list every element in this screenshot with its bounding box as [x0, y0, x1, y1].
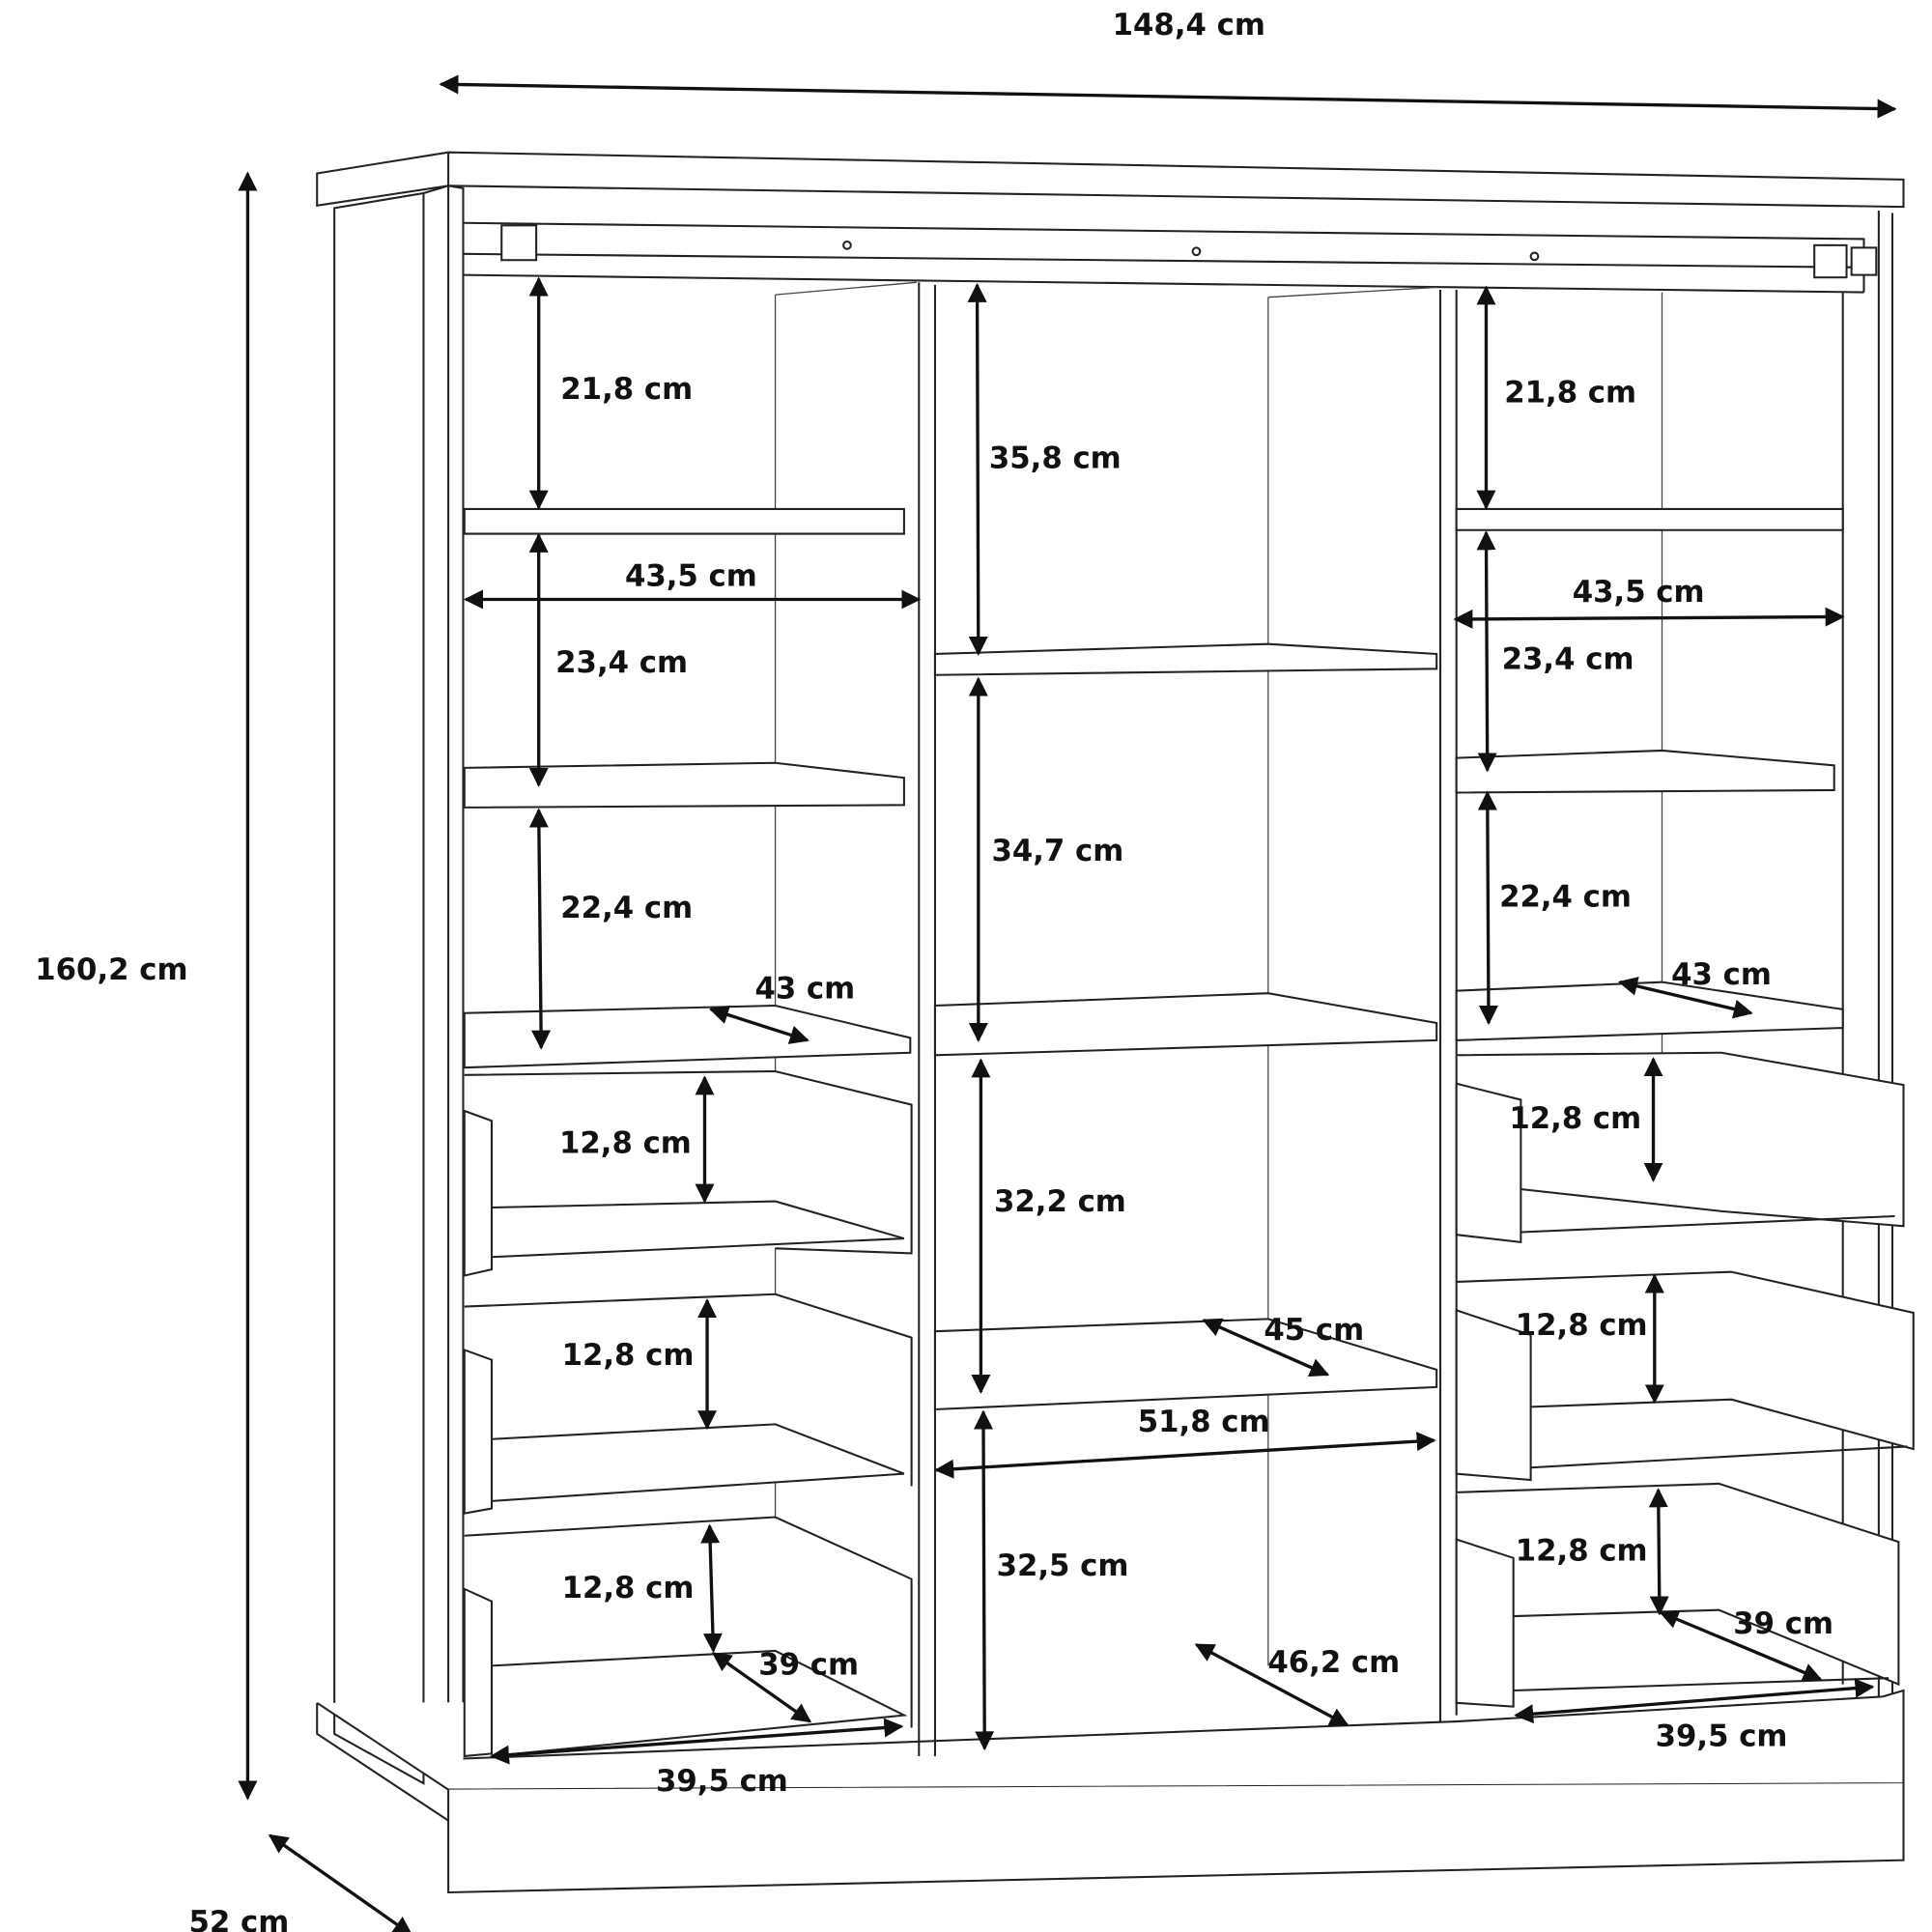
center-shelf-depth: 45 cm — [1264, 1313, 1364, 1348]
left-compartment-2-height: 23,4 cm — [555, 645, 688, 680]
left-inner-width: 43,5 cm — [625, 558, 757, 593]
right-inner-width: 43,5 cm — [1573, 575, 1705, 610]
dimension-arrows — [238, 74, 1897, 1932]
overall-depth-label: 52 cm — [189, 1905, 290, 1932]
left-compartment-3-height: 22,4 cm — [560, 891, 693, 925]
right-drawer-depth: 39 cm — [1733, 1606, 1833, 1641]
overall-height-label: 160,2 cm — [35, 952, 187, 987]
width-arrow — [439, 74, 1897, 119]
right-compartment-2-height: 23,4 cm — [1502, 641, 1634, 676]
right-shelf-depth: 43 cm — [1671, 957, 1772, 992]
left-drawer-2-height: 12,8 cm — [562, 1338, 695, 1373]
shelves — [463, 507, 1844, 1411]
center-compartment-3-height: 32,2 cm — [994, 1184, 1126, 1219]
right-compartment-3-height: 22,4 cm — [1499, 879, 1632, 914]
right-compartment-1-height: 21,8 cm — [1504, 376, 1636, 411]
center-inner-width: 51,8 cm — [1138, 1405, 1270, 1439]
center-compartment-4-height: 32,5 cm — [997, 1548, 1129, 1583]
overall-width-label: 148,4 cm — [1113, 8, 1265, 43]
right-drawer-3-height: 12,8 cm — [1516, 1533, 1648, 1568]
hinge-icon — [1813, 243, 1848, 279]
left-drawer-1-height: 12,8 cm — [559, 1126, 692, 1161]
left-compartment-1-height: 21,8 cm — [560, 372, 693, 407]
right-drawer-width: 39,5 cm — [1656, 1719, 1788, 1754]
left-shelf-depth: 43 cm — [754, 971, 855, 1006]
right-drawer-2-height: 12,8 cm — [1516, 1308, 1648, 1343]
center-compartment-1-height: 35,8 cm — [989, 441, 1122, 476]
right-drawer-1-height: 12,8 cm — [1509, 1101, 1641, 1136]
hinge-icon — [500, 224, 538, 262]
left-drawer-depth: 39 cm — [758, 1647, 859, 1682]
right-drawers — [1455, 1051, 1915, 1708]
left-drawer-width: 39,5 cm — [656, 1764, 788, 1799]
depth-arrow — [268, 1833, 413, 1932]
left-drawer-3-height: 12,8 cm — [562, 1571, 695, 1605]
center-bottom-depth: 46,2 cm — [1267, 1645, 1400, 1680]
dimension-labels: 148,4 cm 160,2 cm 52 cm 21,8 cm 43,5 cm … — [35, 8, 1833, 1932]
center-compartment-2-height: 34,7 cm — [991, 834, 1123, 868]
